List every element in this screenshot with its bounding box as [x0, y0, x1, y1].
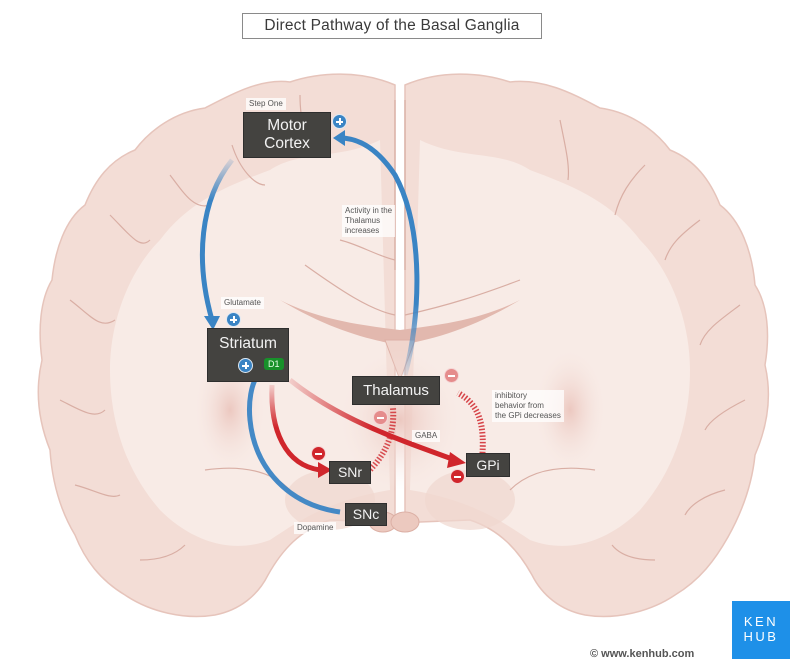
gpi-label: GPi [476, 456, 500, 473]
gaba-label: GABA [412, 430, 441, 442]
thalamus-snr-minus-icon [373, 410, 388, 425]
step-one-label: Step One [246, 98, 286, 110]
motor-cortex-plus-icon [332, 114, 347, 129]
motor-cortex-label-line1: Motor [267, 117, 307, 135]
d1-receptor-badge: D1 [264, 358, 284, 370]
inhibitory-gpi-annotation: inhibitory behavior from the GPi decreas… [492, 390, 564, 422]
striatum-node[interactable]: Striatum [207, 328, 289, 382]
glutamate-arrow [199, 158, 234, 321]
kenhub-logo[interactable]: KEN HUB [732, 601, 790, 659]
striatum-label: Striatum [219, 335, 277, 352]
motor-cortex-label-line2: Cortex [264, 135, 310, 152]
glutamate-label: Glutamate [221, 297, 264, 309]
diagram-title: Direct Pathway of the Basal Ganglia [242, 13, 542, 39]
activity-thalamus-annotation: Activity in the Thalamus increases [342, 205, 396, 237]
snr-node[interactable]: SNr [329, 461, 371, 484]
snc-node[interactable]: SNc [345, 503, 387, 526]
dopamine-label: Dopamine [294, 522, 337, 534]
thalamus-label: Thalamus [363, 381, 429, 399]
thalamus-node[interactable]: Thalamus [352, 376, 440, 405]
thalamus-to-cortex-arrow [339, 135, 420, 376]
striatum-to-gpi-arrow [288, 378, 456, 463]
snr-label: SNr [337, 464, 363, 481]
copyright-text: © www.kenhub.com [590, 648, 695, 660]
glutamate-plus-icon [226, 312, 241, 327]
snr-arrowhead [318, 462, 332, 478]
snr-minus-icon [311, 446, 326, 461]
dopamine-arrow [247, 376, 341, 515]
thalamus-gpi-minus-icon [444, 368, 459, 383]
gpi-node[interactable]: GPi [466, 453, 510, 477]
gpi-arrowhead [447, 452, 466, 468]
glutamate-arrowhead [204, 316, 220, 330]
cortex-input-arrowhead [333, 130, 345, 146]
striatum-to-snr-arrow [269, 384, 321, 473]
motor-cortex-node[interactable]: Motor Cortex [243, 112, 331, 158]
gpi-minus-icon [450, 469, 465, 484]
dopamine-plus-icon [238, 358, 253, 373]
snr-to-thalamus-dashed [365, 407, 397, 475]
snc-label: SNc [352, 506, 380, 523]
gpi-to-thalamus-dashed [456, 390, 486, 461]
